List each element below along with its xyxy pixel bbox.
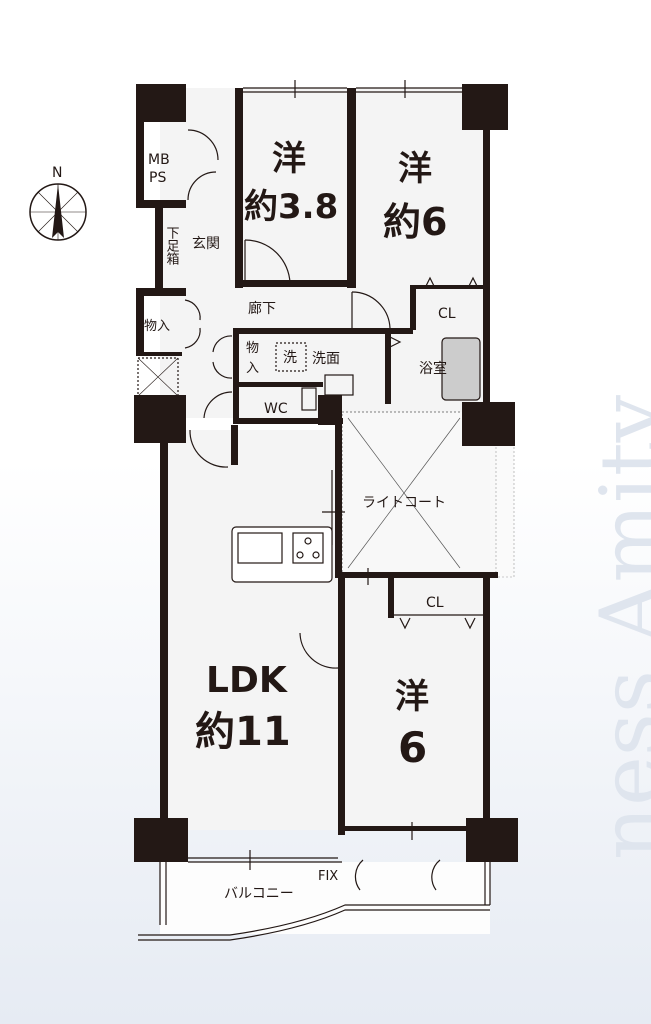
walls — [134, 84, 518, 862]
bedroom-6-south-type: 洋 — [395, 677, 429, 717]
bathtub-icon — [441, 337, 481, 401]
bedroom-6-south-size: 6 — [398, 723, 427, 772]
shaft-icon — [137, 357, 179, 397]
ldk-size: 約11 — [195, 709, 291, 755]
light-court — [341, 411, 515, 578]
watermark: ness Amity — [582, 394, 651, 860]
entrance-label: 玄関 — [192, 235, 220, 252]
watermark-text: ness Amity — [582, 394, 651, 860]
closet-north-label: CL — [438, 306, 456, 322]
compass-icon: N — [29, 165, 87, 241]
storage-small-label-1: 物 — [246, 341, 259, 356]
washer-label: 洗 — [283, 350, 297, 366]
ldk-type: LDK — [206, 660, 288, 701]
storage-left-label: 物入 — [144, 319, 170, 334]
light-court-label: ライトコート — [362, 495, 446, 511]
room-labels: 洋 約3.8 洋 約6 LDK 約11 洋 6 MB PS 玄関 下足箱 物入 … — [144, 139, 456, 902]
bathroom-label: 浴室 — [419, 360, 447, 377]
sink-icon — [237, 532, 283, 564]
washer-pan — [275, 342, 307, 372]
stove-icon — [292, 532, 324, 564]
balcony-label: バルコニー — [224, 886, 294, 902]
windows — [188, 80, 466, 870]
toilet-icon — [301, 387, 317, 411]
doors — [184, 129, 441, 891]
fix-window-label: FIX — [318, 869, 338, 884]
hallway-label: 廊下 — [248, 300, 276, 317]
mbps-label-1: MB — [148, 152, 170, 168]
bedroom-6-north-size: 約6 — [383, 200, 447, 244]
shoe-box-label: 下足箱 — [164, 226, 180, 265]
bedroom-6-north-type: 洋 — [398, 149, 432, 189]
closet-south-label: CL — [426, 595, 444, 611]
north-label: N — [52, 165, 62, 181]
bedroom-3-8-size: 約3.8 — [244, 187, 338, 227]
mbps-label-2: PS — [149, 170, 166, 186]
fixtures — [137, 276, 491, 941]
washroom-label: 洗面 — [312, 351, 340, 367]
wc-label: WC — [264, 401, 288, 417]
wash-basin-icon — [324, 374, 354, 396]
storage-small-label-2: 入 — [246, 361, 259, 376]
floor-areas — [160, 88, 490, 934]
bedroom-3-8-type: 洋 — [272, 139, 306, 179]
